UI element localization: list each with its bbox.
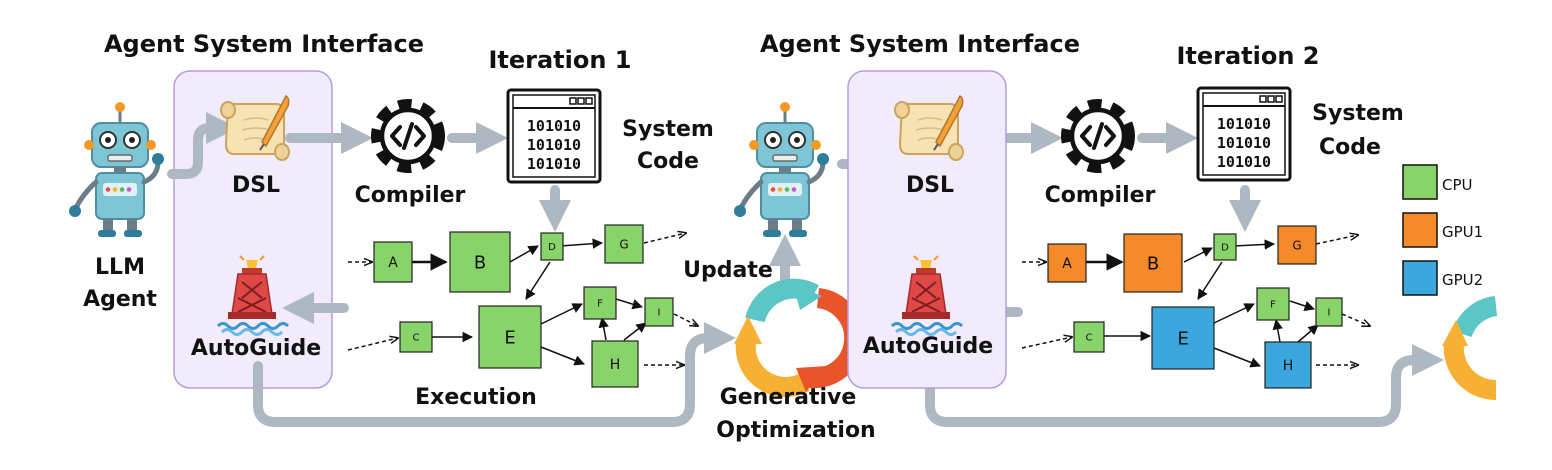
- graph-node-g: [1277, 225, 1317, 265]
- graph-node-c: [1073, 321, 1105, 353]
- graph-node-g: [604, 224, 644, 264]
- graph-node-e: [478, 305, 542, 369]
- panel-title: Agent System Interface: [104, 30, 424, 58]
- graph-node-d: [1213, 233, 1237, 261]
- graph-node-b: [449, 231, 511, 293]
- code-line: 101010: [1217, 115, 1271, 133]
- graph-node-label: F: [1270, 300, 1276, 311]
- graph-node-label: B: [474, 252, 486, 273]
- legend-swatch-gpu2: [1402, 260, 1438, 296]
- compiler-label: Compiler: [355, 183, 466, 208]
- graph-node-label: F: [597, 299, 603, 310]
- execution-label: Execution: [415, 385, 537, 410]
- graph-node-i: [1315, 297, 1343, 327]
- robot-icon: [69, 102, 164, 237]
- graph-node-label: H: [610, 357, 621, 373]
- graph-node-label: H: [1283, 358, 1294, 374]
- flow-arrows-left: [167, 111, 737, 427]
- system-code-label-line1: System: [1312, 101, 1404, 126]
- robot-icon: [734, 102, 829, 237]
- graph-node-c: [399, 321, 433, 353]
- graph-node-f: [1256, 287, 1290, 321]
- scroll-icon: [894, 95, 964, 161]
- graph-node-label: A: [1062, 256, 1072, 272]
- code-line: 101010: [527, 155, 581, 173]
- panel-title: Agent System Interface: [760, 30, 1080, 58]
- graph-node-e: [1151, 306, 1215, 370]
- code-line: 101010: [527, 136, 581, 154]
- legend-label: GPU1: [1442, 223, 1483, 241]
- agent-system-interface-panel: [847, 70, 1007, 389]
- graph-node-a: [1047, 243, 1087, 283]
- compiler-label: Compiler: [1045, 183, 1156, 208]
- legend-label: GPU2: [1442, 271, 1483, 289]
- cycle-icon: [734, 278, 865, 397]
- graph-node-label: D: [1221, 243, 1229, 254]
- generative-optimization-label-line2: Optimization: [716, 418, 875, 443]
- autoguide-label: AutoGuide: [191, 336, 321, 361]
- graph-node-label: G: [619, 237, 628, 251]
- generative-optimization-label-line1: Generative: [720, 385, 857, 410]
- iteration-title: Iteration 2: [1176, 42, 1319, 70]
- graph-node-label: B: [1147, 253, 1159, 274]
- graph-node-label: G: [1292, 238, 1301, 252]
- dsl-label: DSL: [906, 173, 954, 198]
- graph-node-a: [373, 241, 413, 283]
- execution-graph-right: A B C D E F G H I: [1021, 225, 1370, 389]
- graph-node-label: D: [548, 242, 556, 253]
- graph-node-i: [644, 297, 674, 327]
- iteration-title: Iteration 1: [488, 46, 631, 74]
- cycle-icon: [1442, 296, 1498, 401]
- llm-agent-label-line2: Agent: [83, 287, 157, 312]
- legend-swatch-cpu: [1402, 164, 1438, 200]
- scroll-icon: [220, 95, 290, 161]
- system-code-label-line1: System: [622, 117, 714, 142]
- graph-node-label: C: [413, 333, 420, 344]
- dsl-label: DSL: [232, 173, 280, 198]
- llm-agent-label-line1: LLM: [95, 255, 145, 280]
- graph-node-b: [1123, 233, 1183, 293]
- graph-node-label: E: [504, 327, 515, 348]
- graph-node-label: I: [658, 308, 661, 319]
- system-code-label-line2: Code: [1319, 135, 1381, 160]
- graph-node-label: A: [388, 255, 398, 271]
- gear-code-icon: [378, 106, 438, 166]
- system-code-label-line2: Code: [637, 149, 699, 174]
- graph-node-h: [1264, 341, 1312, 389]
- graph-node-label: I: [1328, 308, 1331, 319]
- code-line: 101010: [527, 117, 581, 135]
- code-line: 101010: [1217, 153, 1271, 171]
- graph-node-d: [540, 232, 564, 261]
- graph-node-label: E: [1177, 328, 1188, 349]
- legend-swatch-gpu1: [1402, 212, 1438, 248]
- execution-graph-left: A B C D E F G H I: [347, 224, 698, 388]
- graph-node-h: [591, 340, 639, 388]
- update-label: Update: [683, 258, 773, 283]
- legend-label: CPU: [1442, 176, 1473, 194]
- legend: CPU GPU1 GPU2: [1402, 164, 1483, 296]
- graph-node-label: C: [1086, 333, 1093, 344]
- code-line: 101010: [1217, 134, 1271, 152]
- graph-node-f: [583, 286, 617, 320]
- gear-code-icon: [1068, 106, 1128, 166]
- autoguide-label: AutoGuide: [863, 334, 993, 359]
